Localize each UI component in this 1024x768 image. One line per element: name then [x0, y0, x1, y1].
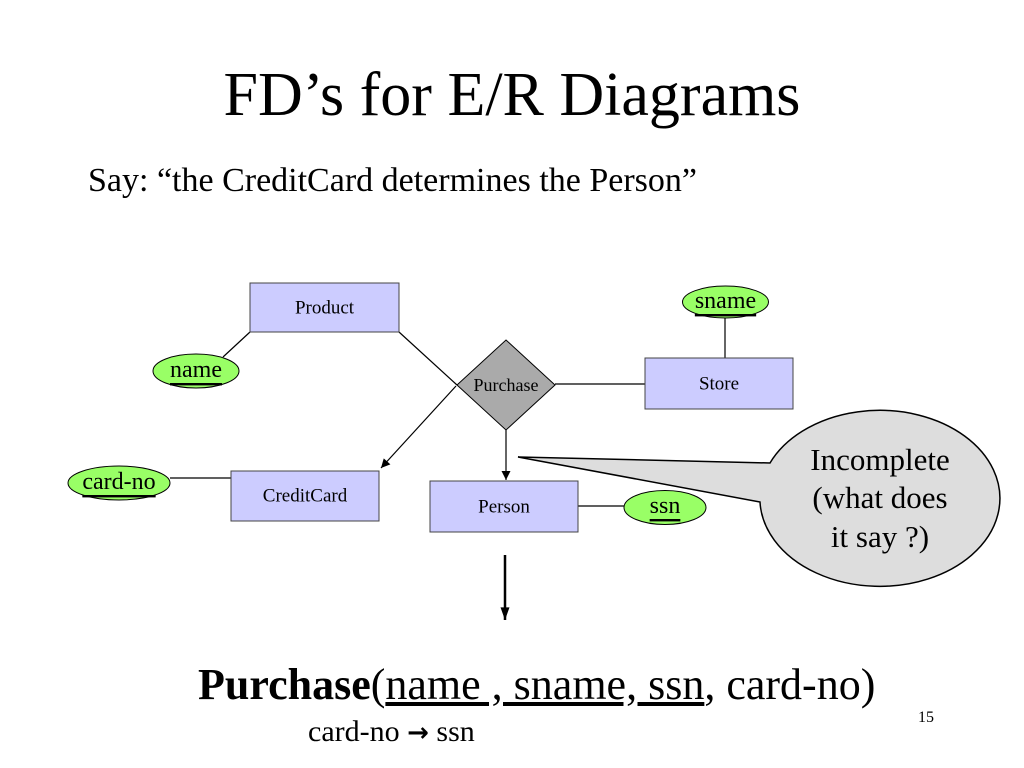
- edge-product-purchase: [398, 331, 458, 386]
- page-number: 15: [918, 709, 934, 726]
- callout-shape: [517, 409, 1001, 588]
- functional-dependency: card-no → ssn: [308, 715, 475, 749]
- schema-other-attributes: , card-no): [704, 660, 876, 709]
- entity-product-box: [249, 282, 400, 333]
- attribute-sname-oval: [682, 285, 769, 319]
- schema-key-attributes: name , sname, ssn: [385, 660, 705, 709]
- attribute-name-oval: [152, 353, 240, 389]
- entity-creditcard-box: [230, 470, 380, 522]
- attribute-ssn-label: ssn: [650, 493, 681, 519]
- fd-rhs: ssn: [436, 715, 475, 748]
- schema-open-paren: (: [370, 660, 386, 709]
- entity-person-label: Person: [478, 497, 530, 518]
- attribute-name: name: [152, 353, 240, 389]
- attribute-card-no-oval: [67, 465, 171, 501]
- slide-title: FD’s for E/R Diagrams: [223, 61, 801, 129]
- fd-lhs: card-no: [308, 715, 400, 748]
- attribute-card-no-label: card-no: [82, 469, 155, 495]
- relationship-purchase-label: Purchase: [474, 375, 539, 395]
- attribute-ssn: ssn: [623, 490, 707, 525]
- entity-product-label: Product: [295, 298, 355, 319]
- schema-relation-name: Purchase: [198, 660, 371, 709]
- relation-schema: Purchase(name , sname, ssn, card-no): [198, 663, 875, 707]
- entity-product: Product: [249, 282, 400, 333]
- arrow-purchase-creditcard: [380, 385, 457, 469]
- callout-line-2: (what does: [812, 480, 947, 515]
- attribute-ssn-oval: [623, 490, 707, 525]
- attribute-sname: sname: [682, 285, 769, 319]
- entity-creditcard-label: CreditCard: [263, 486, 348, 507]
- slide-subtitle: Say: “the CreditCard determines the Pers…: [88, 162, 697, 199]
- callout-bubble: Incomplete (what does it say ?): [517, 409, 1001, 588]
- relationship-purchase-diamond: [456, 339, 556, 431]
- attribute-name-label: name: [170, 357, 222, 383]
- callout-line-3: it say ?): [831, 519, 929, 554]
- edge-product-name: [222, 331, 251, 358]
- entity-store: Store: [644, 357, 794, 410]
- fd-arrow-icon: →: [407, 718, 429, 748]
- attribute-card-no: card-no: [67, 465, 171, 501]
- entity-person: Person: [429, 480, 579, 533]
- attribute-sname-label: sname: [695, 288, 756, 314]
- entity-store-label: Store: [699, 374, 739, 395]
- callout-line-1: Incomplete: [810, 442, 949, 477]
- entity-creditcard: CreditCard: [230, 470, 380, 522]
- entity-store-box: [644, 357, 794, 410]
- relationship-purchase: Purchase: [456, 339, 556, 431]
- entity-person-box: [429, 480, 579, 533]
